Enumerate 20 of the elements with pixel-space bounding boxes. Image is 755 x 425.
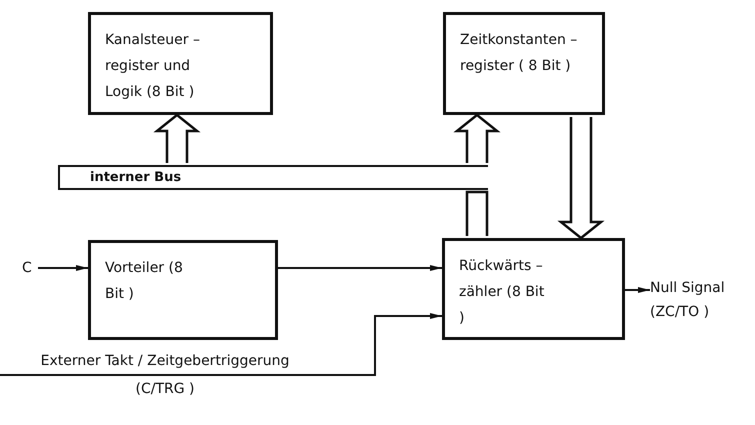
arrow	[278, 265, 442, 271]
counter-box	[442, 238, 625, 340]
bus-label: interner Bus	[90, 169, 182, 187]
bus-arrow	[466, 190, 488, 238]
node-text: Rückwärts – zähler (8 Bit )	[459, 257, 546, 328]
bus-arrow	[557, 116, 605, 240]
prescaler-box	[88, 240, 278, 340]
arrow	[38, 265, 88, 271]
bus-arrow	[453, 113, 501, 164]
arrow	[0, 313, 442, 376]
node-text: Externer Takt / Zeitgebertriggerung (C/TRG )	[40, 352, 290, 399]
register-box	[443, 12, 605, 115]
bus-arrow	[153, 113, 201, 164]
register-box	[88, 12, 273, 115]
node-text: Vorteiler (8 Bit )	[105, 259, 184, 304]
node-text: C	[22, 259, 32, 278]
arrow	[625, 287, 650, 293]
node-text: Kanalsteuer – register und Logik (8 Bit )	[105, 31, 201, 102]
node-text: Zeitkonstanten – register ( 8 Bit )	[460, 31, 578, 76]
node-text: Null Signal (ZC/TO )	[650, 279, 726, 322]
